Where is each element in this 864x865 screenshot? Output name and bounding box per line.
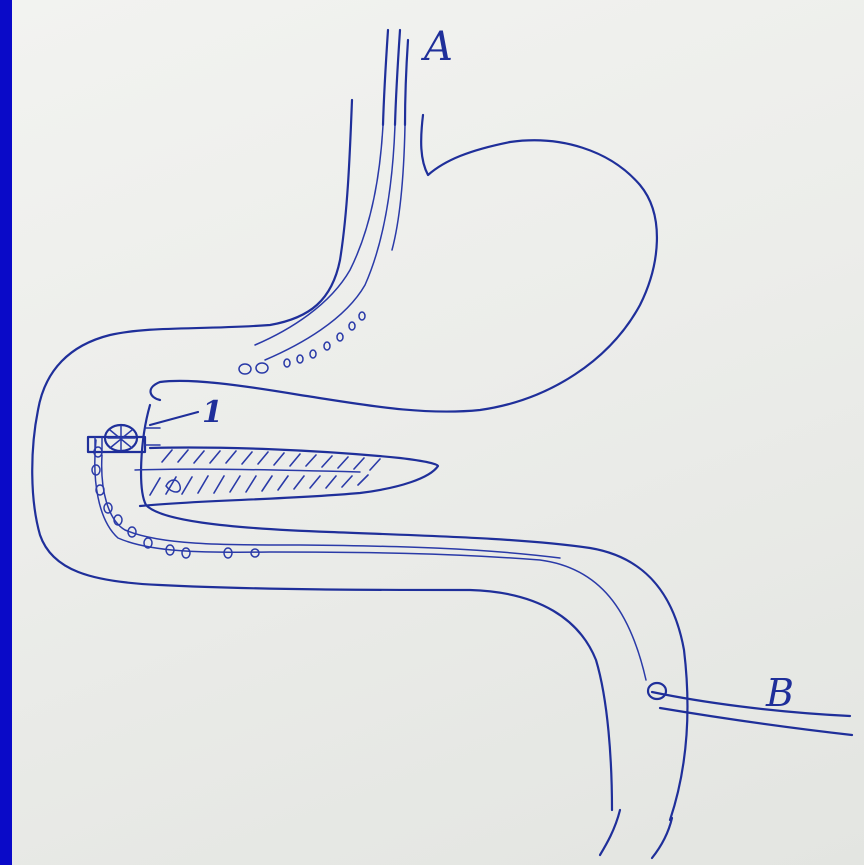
- label-b: B: [765, 671, 794, 715]
- sketch-drawing: A B 1: [12, 0, 864, 865]
- stomach-outline: [32, 100, 687, 858]
- paper-sheet: A B 1: [12, 0, 864, 865]
- scope-esophageal: [255, 125, 405, 360]
- label-1: 1: [202, 395, 223, 430]
- hatched-structure: [135, 447, 438, 506]
- label-a: A: [420, 24, 453, 70]
- scope-a-tube: [383, 30, 408, 125]
